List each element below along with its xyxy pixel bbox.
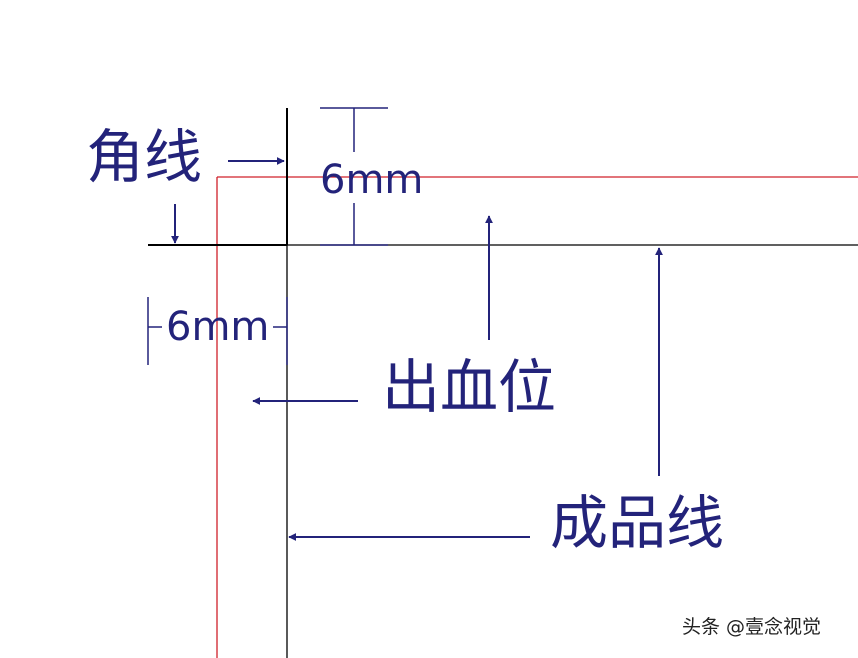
dimension-left-label: 6mm bbox=[166, 304, 270, 350]
corner-line-label: 角线 bbox=[86, 123, 203, 191]
watermark: 头条 @壹念视觉 bbox=[682, 616, 822, 638]
dimension-top-label: 6mm bbox=[320, 157, 424, 203]
bleed-label: 出血位 bbox=[382, 353, 557, 421]
trim-line-label: 成品线 bbox=[550, 489, 725, 557]
